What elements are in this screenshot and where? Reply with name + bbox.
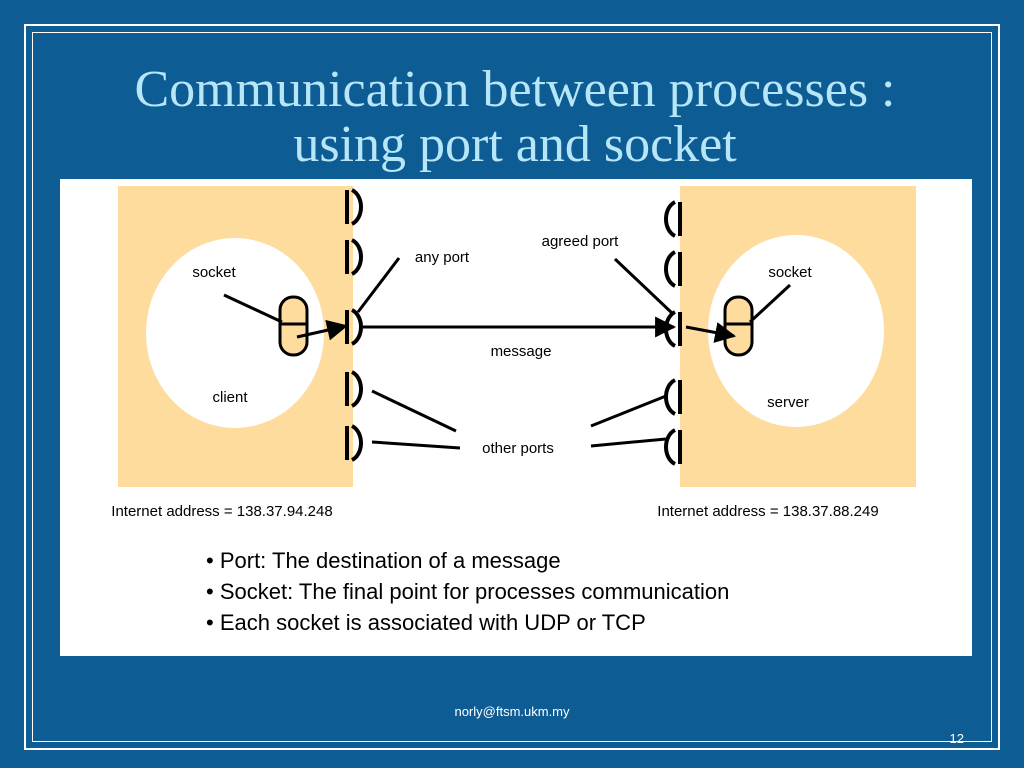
client-port-5 [345, 424, 363, 462]
other-ports-leader-client-2 [371, 440, 461, 450]
server-socket-label: socket [768, 264, 812, 281]
client-socket-label: socket [192, 264, 236, 281]
socket-to-port-arrow [296, 319, 349, 341]
server-process-oval [708, 235, 884, 427]
server-port-4 [664, 378, 682, 416]
footer-email: norly@ftsm.ukm.my [454, 704, 570, 719]
server-ports [664, 200, 682, 466]
slide-title-line-1: Communication between processes : [134, 61, 896, 118]
leader-lines [223, 257, 792, 450]
client-socket-icon [278, 295, 309, 357]
client-port-4 [345, 370, 363, 408]
agreed-port-leader [613, 257, 675, 316]
bullet-item: Each socket is associated with UDP or TC… [206, 607, 729, 638]
other-ports-leader-client-1 [371, 389, 457, 433]
message-label: message [491, 343, 552, 360]
server-socket-icon [723, 295, 754, 357]
server-port-agreed [664, 310, 682, 348]
client-address-label: Internet address = 138.37.94.248 [111, 503, 332, 520]
client-port-1 [345, 188, 363, 226]
client-process-oval [146, 238, 324, 428]
server-port-1 [664, 200, 682, 238]
message-arrows [296, 316, 737, 343]
slide-title-line-2: using port and socket [293, 116, 737, 173]
other-ports-label: other ports [482, 440, 554, 457]
bullet-list: Port: The destination of a message Socke… [206, 545, 730, 638]
slide-frame-inner [32, 32, 992, 742]
server-socket-leader [748, 283, 792, 324]
server-address-label: Internet address = 138.37.88.249 [657, 503, 878, 520]
any-port-label: any port [415, 249, 470, 266]
server-port-2 [664, 250, 682, 288]
bullet-item: Port: The destination of a message [206, 545, 729, 576]
slide-number: 12 [949, 731, 964, 746]
client-port-2 [345, 238, 363, 276]
slide-frame-outer [24, 24, 1000, 750]
any-port-leader [356, 257, 401, 313]
server-process-label: server [767, 394, 809, 411]
bullet-item: Socket: The final point for processes co… [206, 576, 730, 607]
server-port-5 [664, 428, 682, 466]
client-socket-leader [223, 293, 283, 324]
client-ports [345, 188, 363, 462]
slide-title: Communication between processes : using … [40, 62, 990, 172]
client-process-label: client [212, 389, 248, 406]
other-ports-leader-server-2 [590, 437, 667, 448]
other-ports-leader-server-1 [590, 394, 667, 428]
port-to-socket-arrow [685, 322, 737, 343]
agreed-port-label: agreed port [542, 233, 620, 250]
